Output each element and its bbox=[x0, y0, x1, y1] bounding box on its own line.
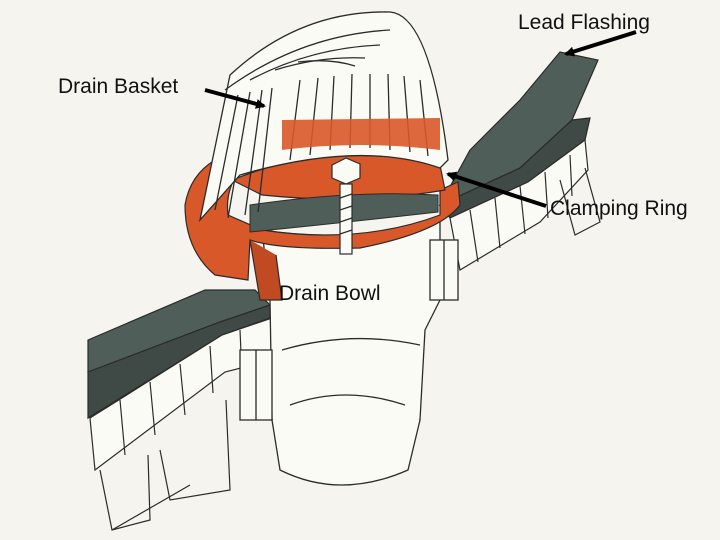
drain-bowl-label: Drain Bowl bbox=[279, 282, 381, 305]
lead-flashing-label: Lead Flashing bbox=[518, 11, 650, 34]
right-roof-deck bbox=[438, 51, 601, 271]
clamp-bolt bbox=[331, 157, 361, 255]
drain-basket-label: Drain Basket bbox=[58, 75, 179, 98]
callout-arrows bbox=[204, 30, 637, 208]
left-roof-deck bbox=[87, 289, 273, 531]
drain-basket-shape bbox=[198, 11, 449, 223]
drain-bowl-body bbox=[239, 219, 459, 486]
clamping-ring-label: Clamping Ring bbox=[550, 197, 688, 220]
